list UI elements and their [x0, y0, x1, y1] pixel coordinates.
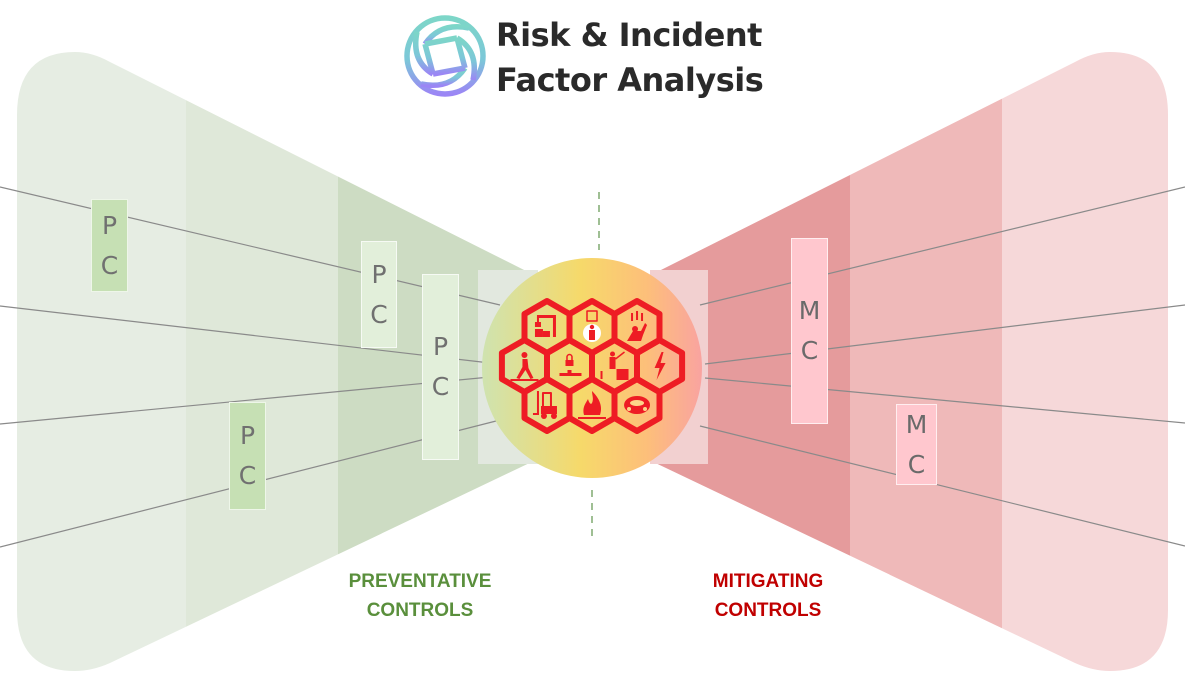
preventative-control-box[interactable]: P C: [91, 199, 128, 292]
control-letter: C: [800, 336, 819, 365]
fall-from-height-icon: [600, 351, 629, 380]
label-line: CONTROLS: [714, 600, 822, 621]
label-line: CONTROLS: [366, 600, 474, 621]
consequence-line: [699, 425, 1185, 547]
preventative-control-box[interactable]: P C: [229, 402, 266, 510]
crane-load-icon: [534, 315, 556, 337]
electric-shock-icon: [654, 352, 666, 380]
fire-icon: [578, 391, 606, 419]
control-letter: C: [907, 449, 926, 479]
mitigating-control-box[interactable]: M C: [896, 404, 937, 485]
control-letter: C: [370, 299, 388, 329]
forklift-icon: [532, 391, 557, 419]
hazard-hex-cluster: [498, 298, 686, 434]
worker-checklist-icon: [583, 310, 601, 342]
control-letter: C: [431, 372, 450, 401]
threat-line: [0, 186, 501, 306]
right-band-outer: [1002, 52, 1168, 671]
control-letter: M: [798, 296, 821, 325]
hazard-hex[interactable]: [611, 376, 663, 434]
control-letter: P: [371, 259, 387, 289]
left-band-outer: [17, 52, 186, 671]
preventative-control-box[interactable]: P C: [422, 274, 459, 460]
control-letter: C: [100, 250, 119, 280]
aperture-logo-icon: [404, 15, 486, 97]
page-title: Risk & Incident Factor Analysis: [496, 13, 764, 103]
threat-line: [0, 376, 491, 425]
control-letter: P: [432, 332, 449, 361]
title-line-2: Factor Analysis: [496, 61, 764, 99]
title-line-1: Risk & Incident: [496, 16, 762, 54]
lockout-valve-icon: [559, 353, 582, 376]
control-letter: C: [238, 461, 257, 490]
consequence-lines: [699, 186, 1185, 547]
consequence-line: [699, 186, 1185, 306]
preventative-control-box[interactable]: P C: [361, 241, 397, 348]
control-letter: M: [905, 409, 928, 439]
consequence-line: [704, 304, 1185, 365]
label-line: MITIGATING: [712, 571, 824, 592]
control-letter: P: [101, 210, 118, 240]
threat-line: [0, 305, 491, 364]
mitigating-control-box[interactable]: M C: [791, 238, 828, 424]
walking-trip-icon: [510, 352, 539, 381]
vehicle-icon: [624, 396, 651, 414]
falling-objects-icon: [627, 311, 648, 341]
control-letter: P: [239, 421, 256, 450]
preventative-controls-label: PREVENTATIVE CONTROLS: [330, 567, 510, 625]
mitigating-controls-label: MITIGATING CONTROLS: [678, 567, 858, 625]
consequence-line: [704, 377, 1185, 424]
label-line: PREVENTATIVE: [348, 571, 492, 592]
